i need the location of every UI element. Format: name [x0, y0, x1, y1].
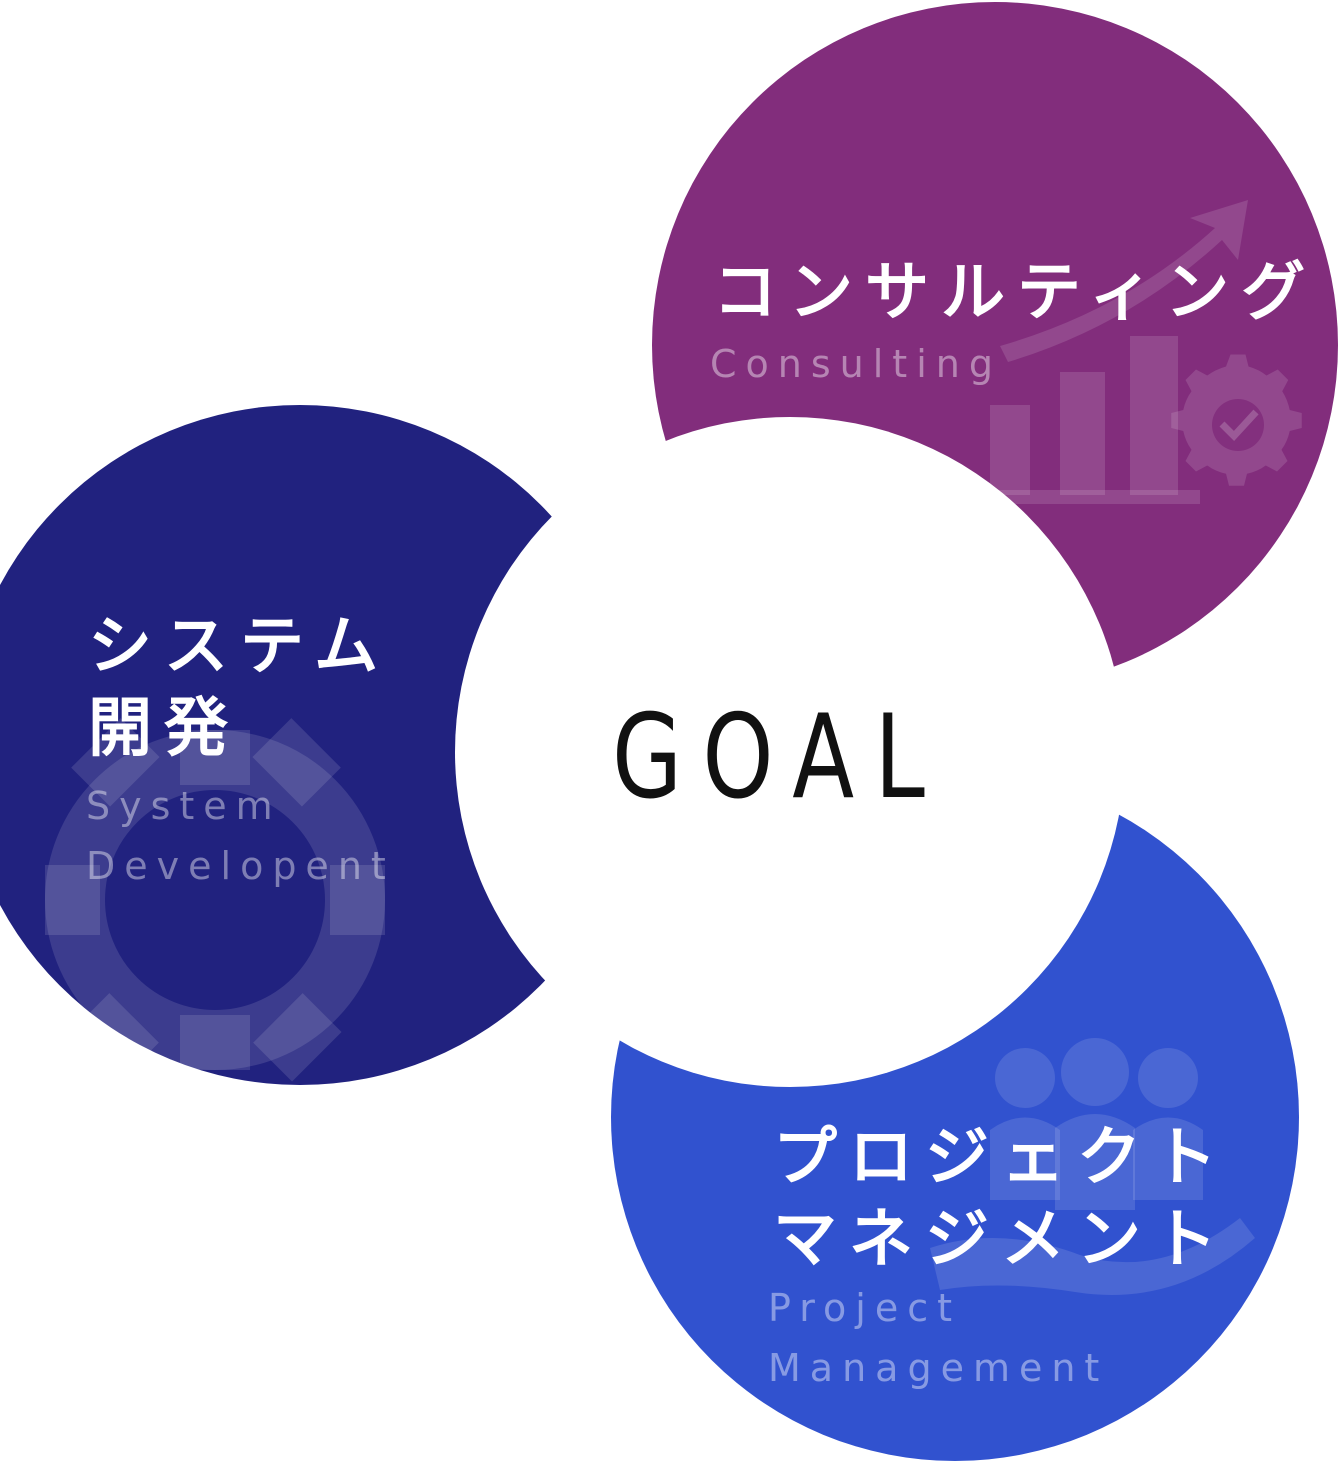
- growth-chart-gear-icon: [985, 200, 1302, 504]
- project-management-circle: [611, 773, 1299, 1461]
- consulting-circle: [652, 2, 1338, 688]
- system-development-subtitle-line-2: Developent: [86, 844, 395, 888]
- consulting-subtitle: Consulting: [710, 334, 1002, 394]
- system-development-subtitle-line-1: System: [86, 784, 282, 828]
- project-management-subtitle-line-1: Project: [768, 1286, 962, 1330]
- gear-icon: [45, 718, 385, 1082]
- project-management-subtitle: Project Management: [768, 1278, 1108, 1398]
- system-development-title-line-2: 開発: [88, 692, 240, 766]
- consulting-title: コンサルティング: [713, 252, 1317, 334]
- project-management-title-line-1: プロジェクト: [773, 1121, 1229, 1195]
- project-management-title-line-2: マネジメント: [773, 1203, 1229, 1277]
- consulting-subtitle-line-1: Consulting: [710, 342, 1002, 386]
- system-development-title: システム 開発: [88, 606, 390, 770]
- project-management-title: プロジェクト マネジメント: [773, 1117, 1229, 1281]
- system-development-circle: [0, 405, 640, 1085]
- project-management-subtitle-line-2: Management: [768, 1346, 1109, 1390]
- consulting-title-line-1: コンサルティング: [713, 256, 1318, 330]
- system-development-title-line-1: システム: [88, 610, 391, 684]
- goal-label: GOAL: [612, 690, 946, 825]
- system-development-subtitle: System Developent: [86, 776, 395, 896]
- team-hand-icon: [930, 1038, 1255, 1295]
